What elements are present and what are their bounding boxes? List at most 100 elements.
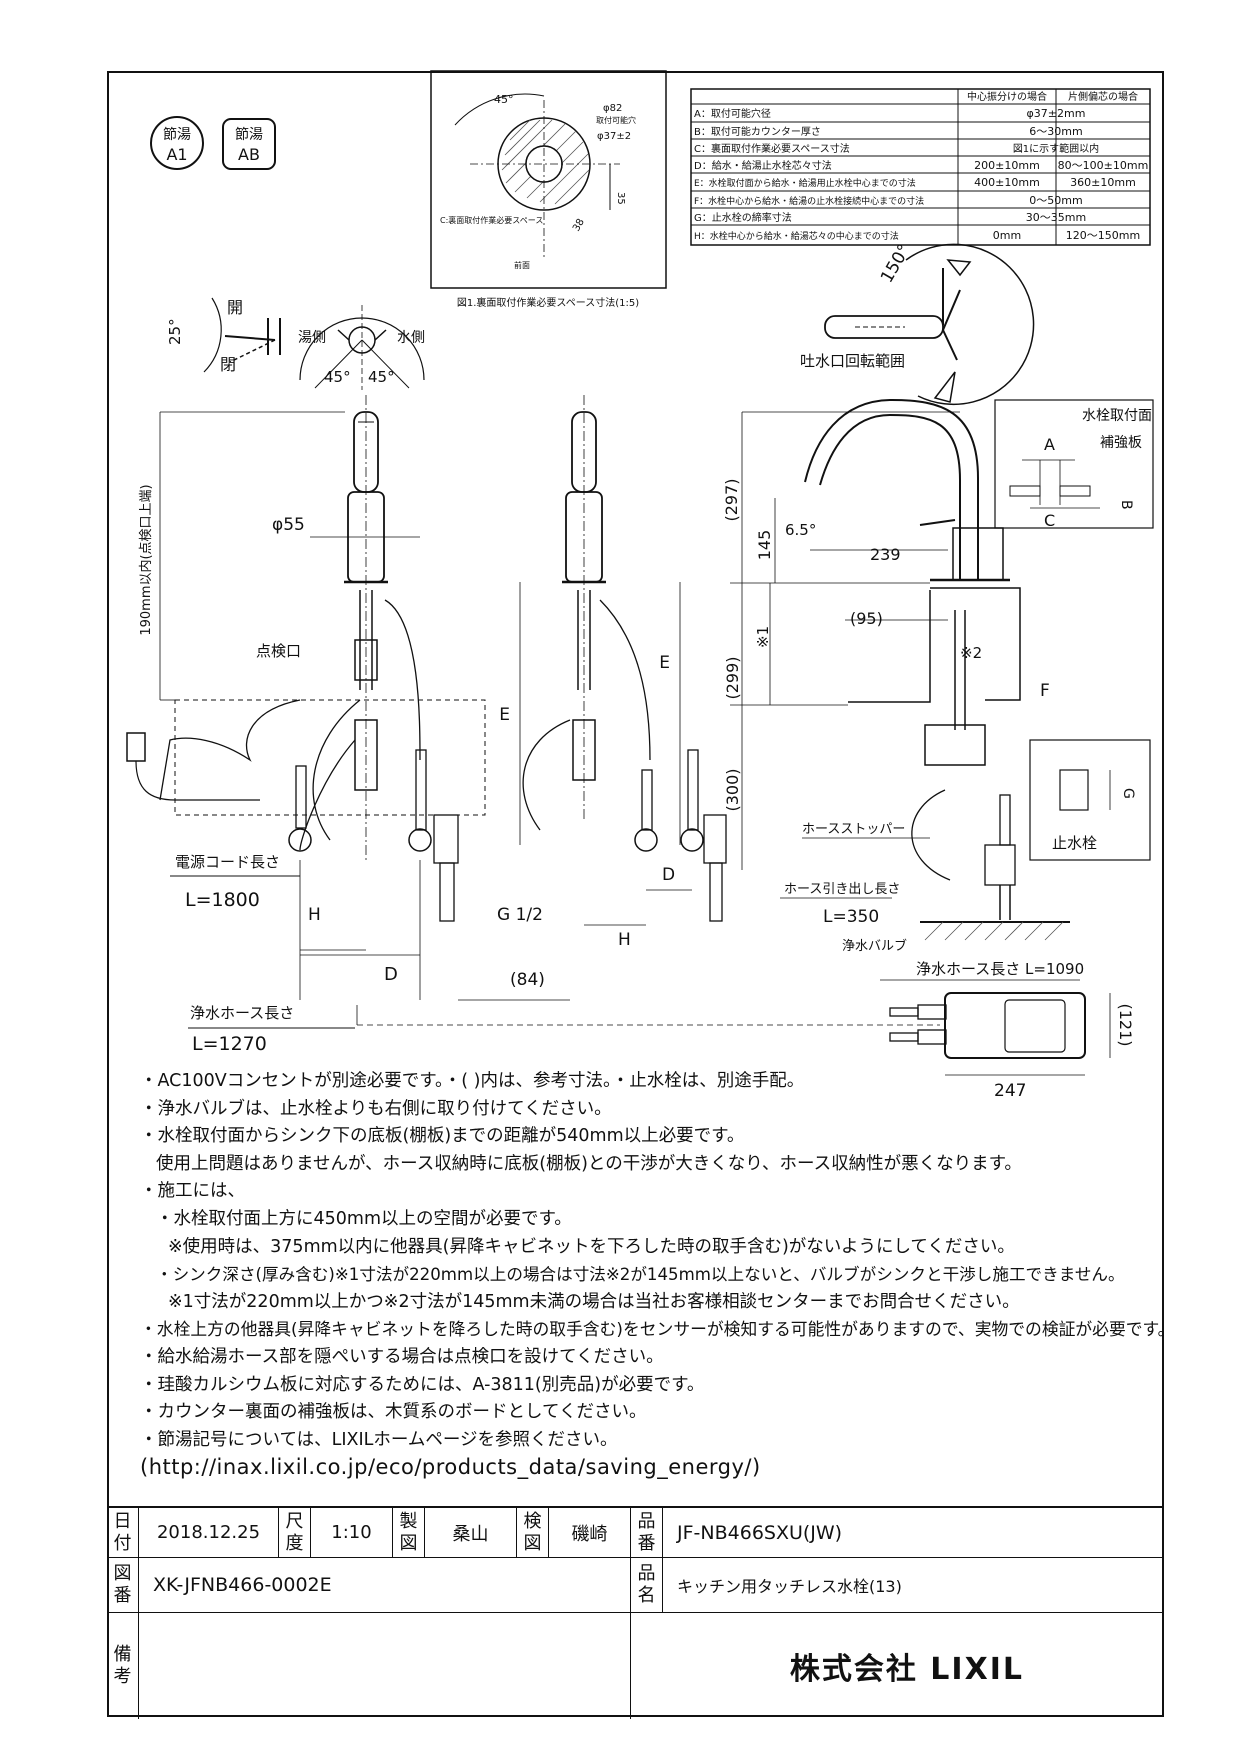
svg-text:閉: 閉 xyxy=(220,355,236,374)
notes-section: ・AC100Vコンセントが別途必要です。・( )内は、参考寸法。・止水栓は、別途… xyxy=(140,1068,1175,1482)
svg-text:止水栓: 止水栓 xyxy=(1052,834,1097,852)
drawn-label: 製図 xyxy=(393,1508,425,1558)
svg-text:400±10mm: 400±10mm xyxy=(974,176,1040,189)
product-name-label: 品名 xyxy=(631,1558,663,1613)
svg-text:水栓取付面: 水栓取付面 xyxy=(1082,408,1152,424)
svg-text:H: H xyxy=(308,905,321,925)
svg-text:φ37±2mm: φ37±2mm xyxy=(1027,107,1086,120)
svg-text:G: G xyxy=(1120,788,1136,799)
svg-text:B：取付可能カウンター厚さ: B：取付可能カウンター厚さ xyxy=(694,125,821,138)
note-line: ・珪酸カルシウム板に対応するためには、A-3811(別売品)が必要です。 xyxy=(140,1374,705,1395)
svg-text:浄水バルブ: 浄水バルブ xyxy=(842,938,907,954)
scale-label: 尺度 xyxy=(279,1508,311,1558)
svg-text:L=350: L=350 xyxy=(823,907,879,927)
drawn-value: 桑山 xyxy=(425,1508,517,1558)
svg-text:C: C xyxy=(1044,511,1055,530)
svg-text:45°: 45° xyxy=(494,93,514,106)
note-line: ・水栓上方の他器具(昇降キャビネットを降ろした時の取手含む)をセンサーが検知する… xyxy=(140,1319,1175,1340)
svg-text:電源コード長さ: 電源コード長さ xyxy=(175,853,280,871)
svg-text:150°: 150° xyxy=(877,241,915,286)
svg-text:ホース引き出し長さ: ホース引き出し長さ xyxy=(784,882,900,897)
middle-view: E D H xyxy=(522,395,727,950)
note-line: ・給水給湯ホース部を隠ぺいする場合は点検口を設けてください。 xyxy=(140,1346,664,1367)
product-no-label: 品番 xyxy=(631,1508,663,1558)
company-logo: 株式会社 LIXIL xyxy=(789,1652,1024,1687)
svg-text:E: E xyxy=(499,705,510,725)
svg-text:(300): (300) xyxy=(723,768,742,811)
svg-text:D: D xyxy=(662,865,675,885)
url-link[interactable]: (http://inax.lixil.co.jp/eco/products_da… xyxy=(140,1455,761,1480)
svg-text:AB: AB xyxy=(238,145,260,164)
svg-text:35: 35 xyxy=(615,192,626,205)
svg-text:節湯: 節湯 xyxy=(235,126,263,143)
product-no-value: JF-NB466SXU(JW) xyxy=(663,1508,1164,1558)
svg-text:E：水栓取付面から給水・給湯用止水栓中心までの寸法: E：水栓取付面から給水・給湯用止水栓中心までの寸法 xyxy=(694,177,916,189)
spout-rotation-view: 150° 吐水口回転範囲 xyxy=(800,241,1035,406)
note-line: ・カウンター裏面の補強板は、木質系のボードとしてください。 xyxy=(140,1402,647,1423)
drawing-no-label: 図番 xyxy=(107,1558,139,1613)
date-label: 日付 xyxy=(107,1508,139,1558)
svg-text:点検口: 点検口 xyxy=(256,642,301,660)
svg-text:0～50mm: 0～50mm xyxy=(1029,194,1082,207)
lever-angle-view: 開 閉 25° xyxy=(166,297,281,374)
svg-text:水側: 水側 xyxy=(397,330,425,346)
svg-text:浄水ホース長さ L=1090: 浄水ホース長さ L=1090 xyxy=(916,960,1084,978)
note-line: 使用上問題はありませんが、ホース収納時に底板(棚板)との干渉が大きくなり、ホース… xyxy=(156,1153,1022,1174)
svg-text:F: F xyxy=(1040,681,1050,701)
svg-text:C：裏面取付作業必要スペース寸法: C：裏面取付作業必要スペース寸法 xyxy=(694,142,850,155)
note-line: ・水栓取付面上方に450mm以上の空間が必要です。 xyxy=(156,1208,572,1229)
svg-text:E: E xyxy=(659,653,670,673)
svg-text:浄水ホース長さ: 浄水ホース長さ xyxy=(190,1004,294,1022)
note-line: ※1寸法が220mm以上かつ※2寸法が145mm未満の場合は当社お客様相談センタ… xyxy=(168,1291,1020,1312)
svg-text:45°: 45° xyxy=(324,368,351,386)
svg-text:A：取付可能穴径: A：取付可能穴径 xyxy=(694,107,771,120)
svg-text:239: 239 xyxy=(870,545,901,564)
handle-top-view: 湯側 水側 45° 45° xyxy=(298,305,425,390)
note-line: ※使用時は、375mm以内に他器具(昇降キャビネットを下ろした時の取手含む)がな… xyxy=(168,1236,1015,1257)
svg-text:(299): (299) xyxy=(723,656,742,699)
svg-text:L=1270: L=1270 xyxy=(192,1033,267,1055)
note-line: ・節湯記号については、LIXILホームページを参照ください。 xyxy=(140,1429,618,1450)
svg-text:H: H xyxy=(618,930,631,950)
svg-text:25°: 25° xyxy=(166,318,184,345)
checked-value: 磯崎 xyxy=(549,1508,631,1558)
svg-text:φ55: φ55 xyxy=(272,515,305,535)
svg-text:F：水栓中心から給水・給湯の止水栓接続中心までの寸法: F：水栓中心から給水・給湯の止水栓接続中心までの寸法 xyxy=(694,195,924,207)
svg-text:吐水口回転範囲: 吐水口回転範囲 xyxy=(800,352,905,370)
note-line: ・AC100Vコンセントが別途必要です。・( )内は、参考寸法。・止水栓は、別途… xyxy=(140,1071,805,1091)
drawing-no-value: XK-JFNB466-0002E xyxy=(139,1558,631,1613)
badge-a1: 節湯 A1 xyxy=(150,116,204,170)
side-view: 水栓取付面 補強板 A B C G 止水栓 (297) 145 6.5° 239… xyxy=(722,398,1154,1101)
front-view: 190mm以内(点検口上端) φ55 点検口 E 電源コード長さ L=1800 … xyxy=(126,395,940,1055)
svg-text:(297): (297) xyxy=(722,478,741,521)
svg-text:38: 38 xyxy=(571,217,587,234)
spec-table: 中心振分けの場合 片側偏芯の場合 A：取付可能穴径 φ37±2mm B：取付可能… xyxy=(690,88,1151,246)
remarks-label: 備考 xyxy=(107,1613,139,1719)
svg-text:(84): (84) xyxy=(510,970,545,990)
svg-text:B: B xyxy=(1118,500,1134,510)
svg-text:6.5°: 6.5° xyxy=(785,521,816,539)
remarks-value xyxy=(139,1613,631,1719)
svg-text:補強板: 補強板 xyxy=(1100,435,1142,451)
svg-text:取付可能穴: 取付可能穴 xyxy=(596,115,636,125)
fig1-caption: 図1.裏面取付作業必要スペース寸法(1:5) xyxy=(457,296,639,309)
svg-text:G：止水栓の締率寸法: G：止水栓の締率寸法 xyxy=(694,211,792,224)
svg-text:200±10mm: 200±10mm xyxy=(974,159,1040,172)
drawing-frame xyxy=(107,71,1164,1717)
svg-text:(121): (121) xyxy=(1116,1003,1135,1046)
svg-text:H：水栓中心から給水・給湯芯々の中心までの寸法: H：水栓中心から給水・給湯芯々の中心までの寸法 xyxy=(694,230,899,242)
svg-text:ホースストッパー: ホースストッパー xyxy=(802,822,905,837)
company-cell: 株式会社 LIXIL xyxy=(631,1613,1164,1719)
svg-text:湯側: 湯側 xyxy=(298,329,326,346)
svg-text:A1: A1 xyxy=(166,145,187,164)
svg-text:G 1/2: G 1/2 xyxy=(497,905,543,925)
note-line: ・シンク深さ(厚み含む)※1寸法が220mm以上の場合は寸法※2が145mm以上… xyxy=(156,1265,1125,1285)
svg-text:φ82: φ82 xyxy=(603,103,622,114)
svg-text:120～150mm: 120～150mm xyxy=(1066,229,1140,242)
title-block: 日付 2018.12.25 尺度 1:10 製図 桑山 検図 磯崎 品番 JF-… xyxy=(107,1506,1164,1719)
scale-value: 1:10 xyxy=(311,1508,393,1558)
svg-text:D: D xyxy=(384,964,398,985)
svg-text:360±10mm: 360±10mm xyxy=(1070,176,1136,189)
svg-text:L=1800: L=1800 xyxy=(185,889,260,911)
